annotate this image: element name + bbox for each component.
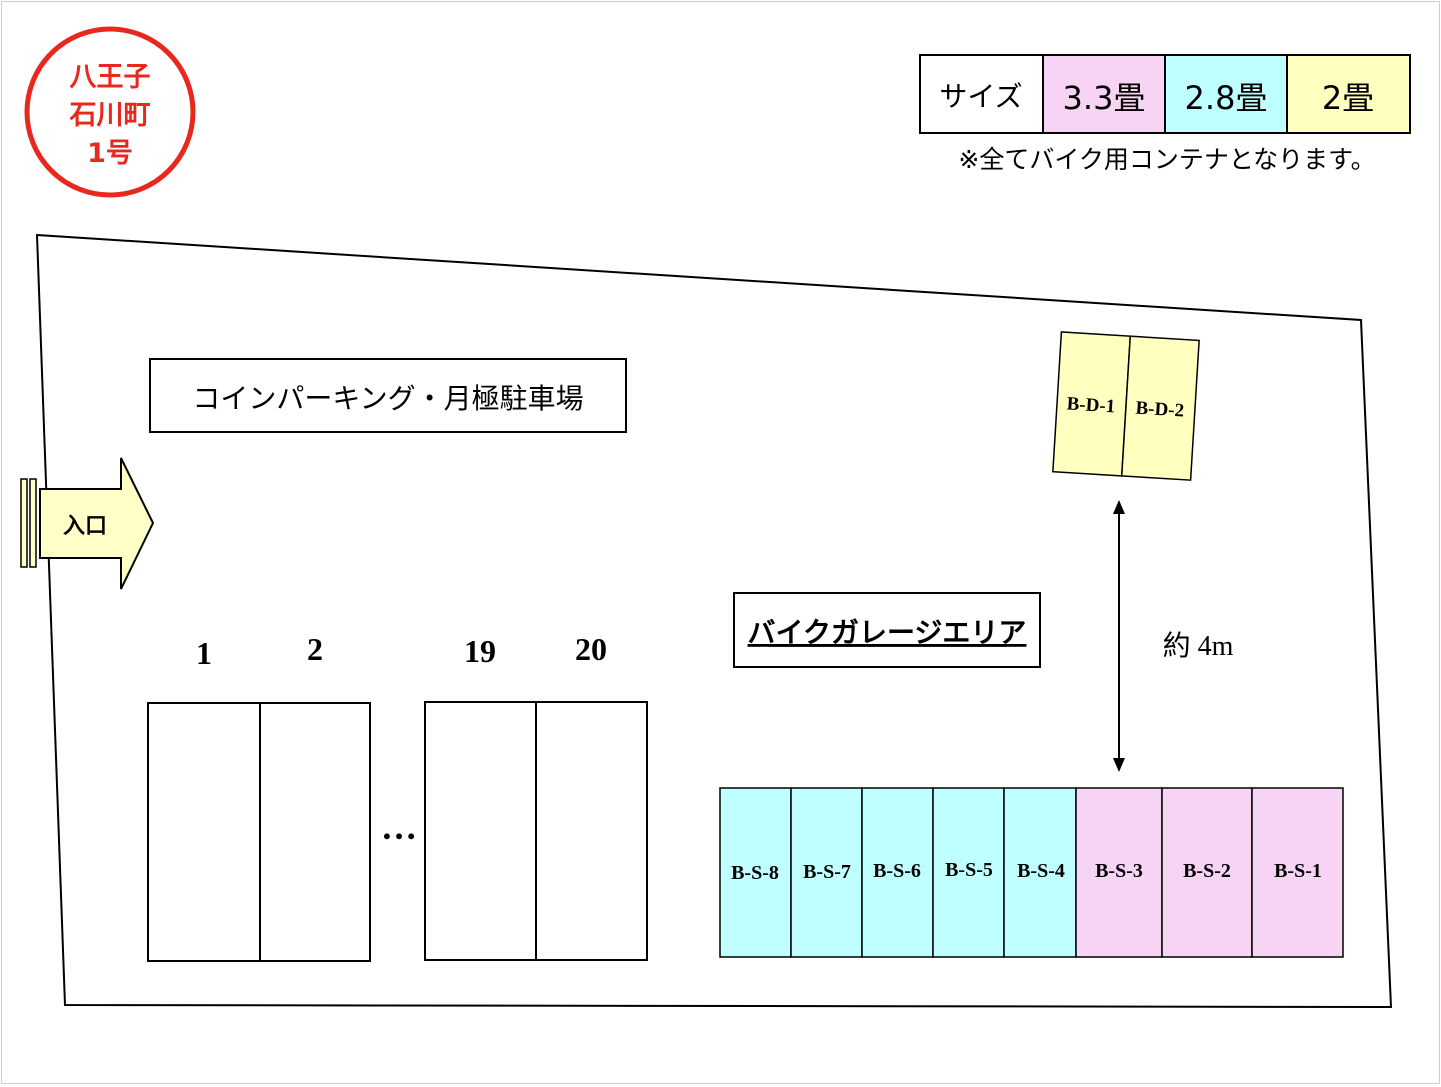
unit-label-b-s-7: B-S-7 xyxy=(803,861,851,883)
size-legend: サイズ 3.3畳 2.8畳 2畳 ※全てバイク用コンテナとなります。 xyxy=(919,54,1411,174)
legend-cell-2-8 xyxy=(1164,54,1288,134)
unit-label-b-s-6: B-S-6 xyxy=(873,860,921,882)
parking-label-frame xyxy=(149,358,627,433)
unit-b-s-4 xyxy=(1003,787,1077,958)
unit-b-s-1 xyxy=(1251,787,1344,958)
unit-label-b-s-8: B-S-8 xyxy=(731,862,779,884)
unit-b-s-6 xyxy=(861,787,934,958)
parking-number-1: 1 xyxy=(196,635,212,671)
legend-cell-size xyxy=(919,54,1044,134)
unit-label-b-s-4: B-S-4 xyxy=(1017,860,1065,882)
unit-label-b-s-5: B-S-5 xyxy=(945,859,993,881)
parking-number-20: 20 xyxy=(575,631,607,667)
unit-label-b-s-3: B-S-3 xyxy=(1095,860,1143,882)
entrance-arrow-shape xyxy=(39,457,155,590)
entrance-label: 入口 xyxy=(63,514,107,539)
distance-arrow: 約 4m xyxy=(1113,500,1234,772)
unit-label-b-s-2: B-S-2 xyxy=(1183,860,1231,882)
parking-number-19: 19 xyxy=(464,633,496,669)
garage-label: バイクガレージエリア xyxy=(748,616,1027,649)
distance-arrow-head-top xyxy=(1113,500,1125,514)
entrance-arrow: 入口 xyxy=(20,457,155,590)
parking-spaces: 1 2 19 20 … xyxy=(147,631,648,962)
unit-b-s-7 xyxy=(790,787,863,958)
distance-label: 約 4m xyxy=(1163,630,1234,662)
garage-label-frame xyxy=(733,592,1041,668)
parking-space-20 xyxy=(535,701,648,961)
unit-label-b-d-2: B-D-2 xyxy=(1135,398,1185,422)
parking-label: コインパーキング・月極駐車場 xyxy=(192,382,583,415)
unit-b-s-3 xyxy=(1075,787,1163,958)
location-badge-circle xyxy=(24,26,196,198)
unit-b-s-5 xyxy=(932,787,1005,958)
unit-label-b-s-1: B-S-1 xyxy=(1274,860,1322,882)
single-units: B-S-8 B-S-7 B-S-6 B-S-5 B-S-4 B-S-3 B-S-… xyxy=(719,787,1344,958)
site-boundary xyxy=(35,233,1393,1009)
parking-space-1 xyxy=(147,702,261,962)
garage-label-box: バイクガレージエリア xyxy=(733,592,1041,668)
entrance-gate-bar-1 xyxy=(20,478,28,568)
badge-line-1: 八王子 xyxy=(70,62,151,93)
legend-label-2-8: 2.8畳 xyxy=(1185,79,1268,117)
parking-ellipsis: … xyxy=(381,807,417,847)
legend-cell-3-3 xyxy=(1042,54,1166,134)
distance-arrow-head-bottom xyxy=(1113,758,1125,772)
double-units: B-D-1 B-D-2 xyxy=(1052,331,1200,481)
legend-cell-2 xyxy=(1286,54,1411,134)
legend-label-3-3: 3.3畳 xyxy=(1063,79,1146,117)
parking-space-2 xyxy=(259,702,371,962)
parking-label-box: コインパーキング・月極駐車場 xyxy=(149,358,627,433)
parking-number-2: 2 xyxy=(307,631,323,667)
unit-b-s-8 xyxy=(719,787,792,958)
legend-label-2: 2畳 xyxy=(1322,79,1374,117)
location-badge: 八王子 石川町 1号 xyxy=(24,26,196,198)
parking-space-19 xyxy=(424,701,537,961)
badge-line-2: 石川町 xyxy=(69,100,151,131)
legend-note: ※全てバイク用コンテナとなります。 xyxy=(958,145,1375,174)
unit-label-b-d-1: B-D-1 xyxy=(1066,393,1116,417)
unit-b-d-2 xyxy=(1120,335,1200,481)
legend-size-label: サイズ xyxy=(939,80,1022,113)
entrance-gate-bar-2 xyxy=(29,478,37,568)
badge-line-3: 1号 xyxy=(87,138,133,169)
